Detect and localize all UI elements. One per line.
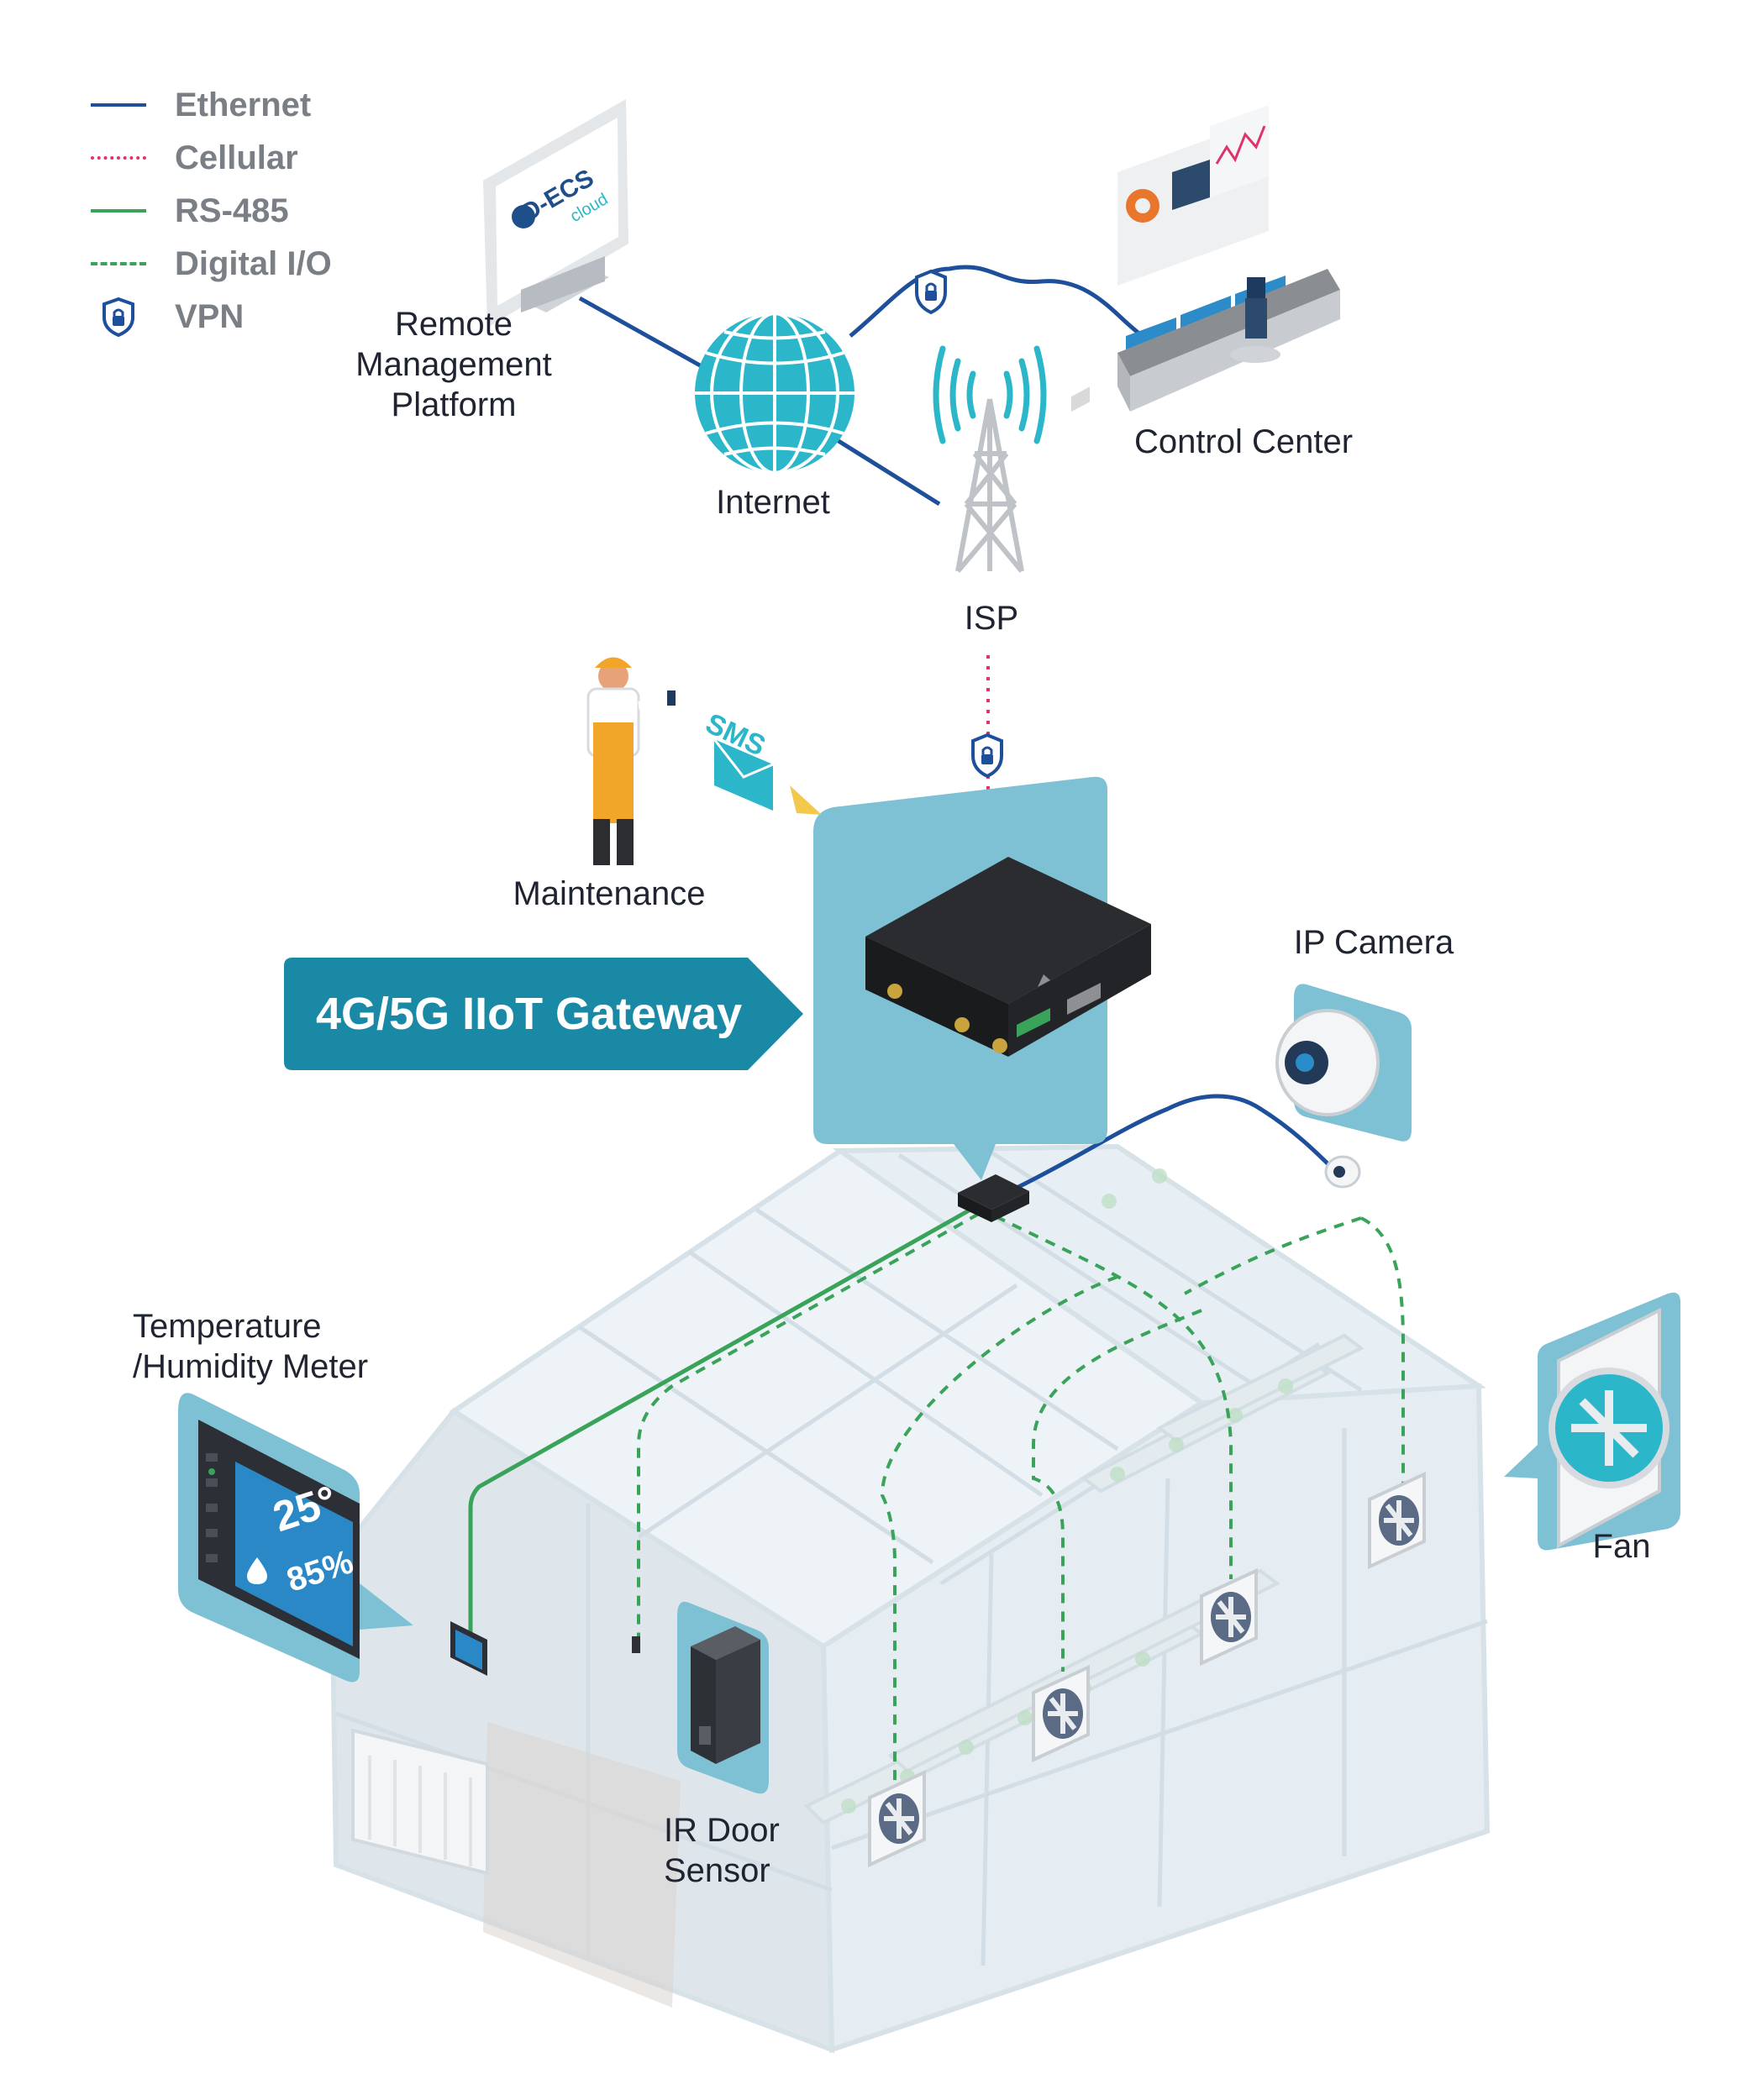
sms-envelope-icon [712,738,822,815]
gateway-banner-label: 4G/5G IIoT Gateway [316,989,743,1039]
connection-lines [468,265,1405,1789]
door-sensor-label: IR Door Sensor [664,1810,798,1891]
globe-illustration [695,312,854,475]
legend-ethernet: Ethernet [91,84,311,126]
maintenance-worker-illustration [586,657,676,865]
meter-panel-illustration [198,1420,487,1676]
remote-platform-monitor-illustration [483,99,628,328]
legend-label: Ethernet [175,86,312,123]
legend-label: Cellular [175,139,298,176]
maintenance-label: Maintenance [513,875,706,912]
label-line: Temperature [133,1308,322,1345]
digital-io-line-swatch [91,262,146,265]
rs485-line-swatch [91,209,146,213]
vpn-shield-icon [971,732,1003,779]
gateway-banner: 4G/5G IIoT Gateway [284,958,803,1070]
fan-icon [1200,1567,1258,1667]
cellular-line-swatch [91,156,146,160]
isp-tower-illustration [955,398,1024,573]
fan-icon [1368,1471,1426,1570]
vpn-shield-icon [103,297,134,338]
legend-cellular: Cellular [91,137,298,179]
fan-icon [868,1769,926,1868]
gateway-in-greenhouse [958,1174,1029,1222]
ip-camera-label: IP Camera [1293,924,1454,961]
label-line: /Humidity Meter [133,1348,369,1385]
isp-label: ISP [964,600,1019,637]
greenhouse [329,1143,1491,2054]
legend-label: Digital I/O [175,244,332,282]
fan-label: Fan [1592,1528,1651,1565]
door-sensor-illustration [632,1626,760,1764]
internet-label: Internet [716,484,830,521]
label-line: Management [355,346,552,383]
remote-platform-label: Remote Management Platform [332,304,576,425]
legend-label: VPN [175,297,245,335]
gateway-device-illustration [865,386,1151,1057]
fans [868,1471,1426,1868]
legend-label: RS-485 [175,192,289,229]
label-line: Remote [394,306,513,343]
label-line: Sensor [664,1852,770,1889]
legend-rs485: RS-485 [91,190,289,232]
control-center-label: Control Center [1133,423,1354,460]
water-drop-icon [247,1557,267,1584]
meter-label: Temperature /Humidity Meter [133,1306,410,1387]
legend-vpn: VPN [91,296,244,338]
fan-icon [1032,1664,1090,1763]
vpn-shield-icon [915,269,947,315]
control-center-illustration [1117,105,1340,412]
ip-camera-illustration [1275,1009,1380,1189]
label-line: IR Door [664,1812,780,1849]
ethernet-line-swatch [91,103,146,107]
legend-digital-io: Digital I/O [91,243,332,285]
label-line: Platform [391,386,517,423]
wireless-signal-icon [933,345,1047,444]
fan-callout-icon [1549,1307,1669,1549]
gateway-banner-shape [284,958,803,1070]
